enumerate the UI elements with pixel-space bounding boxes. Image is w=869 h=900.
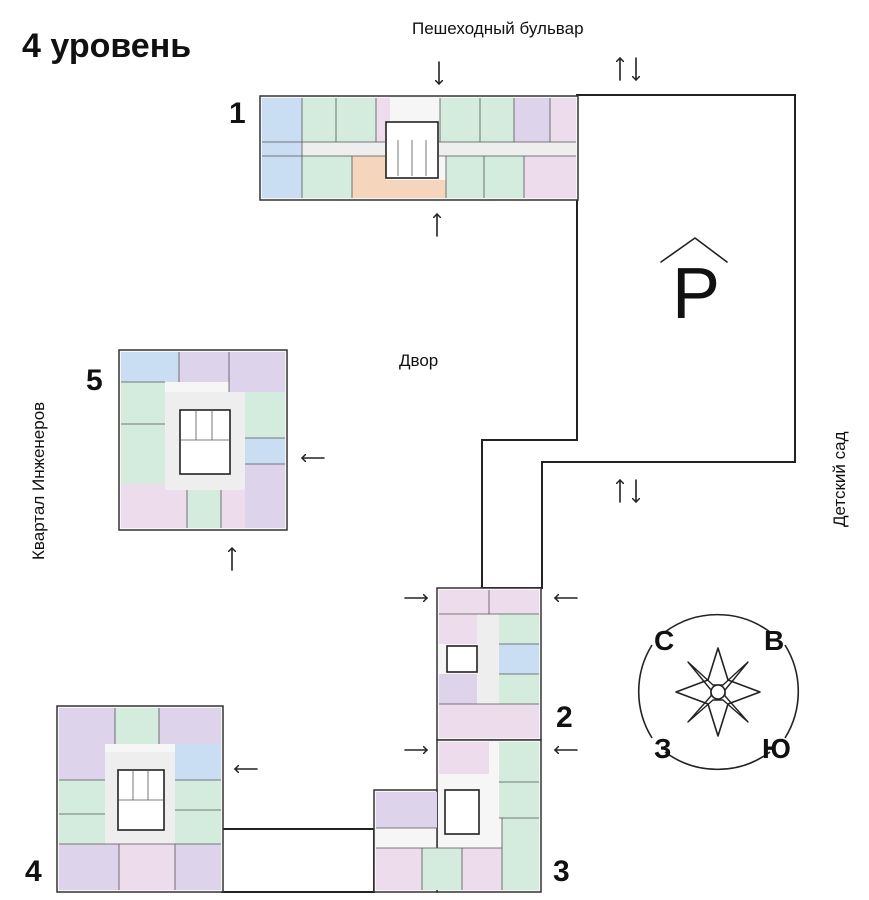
building-number-3: 3 <box>553 855 570 888</box>
compass-south-label: Ю <box>762 733 791 764</box>
compass-north-label: С <box>654 625 674 656</box>
two-way-arrow-icon <box>620 58 636 80</box>
compass-east-label: В <box>764 625 784 656</box>
building-3[interactable] <box>373 739 542 893</box>
parking-outline <box>481 94 796 589</box>
building-5[interactable] <box>118 349 288 531</box>
parking-label: P <box>672 254 720 334</box>
compass-west-label: З <box>654 733 672 764</box>
parking-roof-icon <box>660 237 728 263</box>
building-4[interactable] <box>56 705 224 893</box>
building-number-1: 1 <box>229 97 246 130</box>
building-number-5: 5 <box>86 364 103 397</box>
street-label-north: Пешеходный бульвар <box>412 19 584 38</box>
page-title: 4 уровень <box>22 27 191 65</box>
street-label-west: Квартал Инженеров <box>29 402 48 560</box>
building-number-2: 2 <box>556 701 573 734</box>
street-label-east: Детский сад <box>830 431 849 527</box>
two-way-arrow-icon <box>620 480 636 502</box>
courtyard-label: Двор <box>399 351 438 370</box>
compass-rose-icon <box>637 613 800 771</box>
building-number-4: 4 <box>25 855 42 888</box>
passage-outline <box>221 828 375 893</box>
building-1[interactable] <box>259 95 579 201</box>
building-2[interactable] <box>436 587 542 741</box>
